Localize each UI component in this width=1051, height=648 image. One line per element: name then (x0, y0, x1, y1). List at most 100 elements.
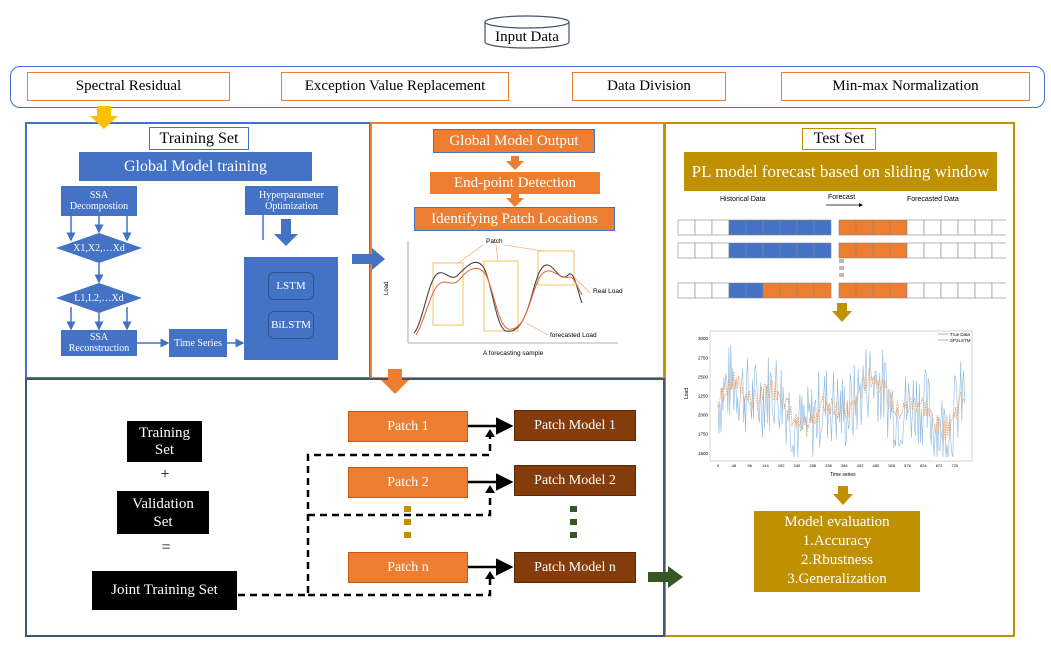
identifying-patch-locations: Identifying Patch Locations (414, 207, 615, 231)
input-data-node: Input Data (483, 15, 571, 49)
x-tick-label: 144 (762, 463, 769, 468)
window-cell (762, 282, 781, 299)
chart-real-label: Real Load (593, 288, 623, 295)
sliding-window-grid (677, 203, 1006, 299)
window-cell (796, 282, 815, 299)
preprocessing-panel (10, 66, 1045, 108)
window-cell (889, 219, 908, 236)
window-cell (957, 219, 976, 236)
window-cell (711, 219, 730, 236)
forecasted-label: Forecasted Data (907, 196, 959, 203)
legend-true: True Data (950, 332, 970, 337)
data-division-step: Data Division (572, 72, 726, 101)
patch-connectors (238, 417, 577, 597)
eval-robustness: 2.Rbustness (800, 552, 874, 568)
x-tick-label: 0 (717, 463, 720, 468)
window-cell (779, 242, 798, 259)
x-tick-label: 384 (841, 463, 848, 468)
window-cell (906, 219, 925, 236)
window-cell (923, 282, 942, 299)
patch-model-1: Patch Model 1 (514, 410, 636, 441)
pl-forecast-banner: PL model forecast based on sliding windo… (684, 152, 997, 191)
window-cell (694, 282, 713, 299)
patch-1: Patch 1 (348, 411, 468, 442)
patch-training-panel (25, 378, 665, 637)
gold-arrow-down-2 (833, 486, 853, 505)
window-cell (694, 219, 713, 236)
green-right-arrow-icon (648, 566, 683, 588)
time-series-box: Time Series (169, 329, 227, 357)
y-tick-label: 1750 (698, 432, 709, 437)
window-cell (889, 242, 908, 259)
window-cell (813, 242, 832, 259)
window-cell (940, 219, 959, 236)
window-cell (923, 219, 942, 236)
test-set-title: Test Set (802, 128, 876, 150)
window-cell (872, 282, 891, 299)
ssa-decomposition: SSA Decompostion (61, 186, 137, 216)
training-set-title: Training Set (149, 127, 249, 150)
exception-replacement-step: Exception Value Replacement (281, 72, 509, 101)
test-chart-xlabel: Time series (830, 472, 856, 477)
l-diamond-label: L1,L2,…Xd (74, 292, 124, 304)
y-tick-label: 2250 (698, 394, 709, 399)
window-cell (728, 242, 747, 259)
window-cell (779, 282, 798, 299)
window-cell (728, 282, 747, 299)
window-cell (677, 219, 696, 236)
window-cell (745, 242, 764, 259)
down-arrow-icon (274, 219, 298, 246)
window-cell (906, 242, 925, 259)
x-diamond-label: X1,X2,…Xd (73, 242, 125, 254)
chart-patch-label: Patch (486, 238, 503, 245)
y-tick-label: 2000 (698, 413, 709, 418)
window-cell (728, 219, 747, 236)
plus-sign: + (160, 466, 170, 483)
x-diamond (56, 233, 142, 263)
training-set-label: Training Set (138, 424, 191, 458)
chart-xlabel: A forecasting sample (483, 350, 544, 357)
bilstm-block: BiLSTM (268, 311, 314, 339)
window-cell (762, 242, 781, 259)
window-cell (940, 282, 959, 299)
historical-label: Historical Data (720, 196, 766, 203)
window-cell (923, 242, 942, 259)
blue-right-arrow-icon (352, 248, 385, 270)
x-tick-label: 528 (888, 463, 895, 468)
real-load-line (413, 261, 583, 334)
forecast-line (415, 267, 583, 336)
y-tick-label: 2750 (698, 355, 709, 360)
window-cell (957, 242, 976, 259)
window-cell (974, 242, 993, 259)
eval-generalization: 3.Generalization (787, 571, 887, 587)
training-connectors (56, 197, 298, 348)
spectral-residual-step: Spectral Residual (27, 72, 230, 101)
y-tick-label: 3000 (698, 336, 709, 341)
patch-n: Patch n (348, 552, 468, 583)
window-cell (957, 282, 976, 299)
patch-model-2: Patch Model 2 (514, 465, 636, 496)
endpoint-detection: End-point Detection (430, 172, 600, 194)
orange-small-arrows (506, 156, 524, 207)
global-model-training: Global Model training (79, 152, 312, 181)
window-cell (694, 242, 713, 259)
model-evaluation-box: Model evaluation 1.Accuracy 2.Rbustness … (754, 511, 920, 592)
patch-2: Patch 2 (348, 467, 468, 498)
minmax-normalization-step: Min-max Normalization (781, 72, 1030, 101)
window-cell (677, 282, 696, 299)
window-cell (855, 219, 874, 236)
y-tick-label: 2500 (698, 374, 709, 379)
window-cell (855, 242, 874, 259)
test-panel (664, 122, 1015, 637)
window-cell (762, 219, 781, 236)
lstm-block: LSTM (268, 272, 314, 300)
x-tick-label: 240 (794, 463, 801, 468)
window-cell (796, 219, 815, 236)
x-tick-label: 432 (857, 463, 864, 468)
x-tick-label: 480 (873, 463, 880, 468)
window-cell (974, 282, 993, 299)
hyperparameter-optimization: Hyperparameter Optimization (245, 186, 338, 215)
x-tick-label: 288 (809, 463, 816, 468)
equals-sign: = (161, 539, 171, 556)
x-tick-label: 672 (936, 463, 943, 468)
